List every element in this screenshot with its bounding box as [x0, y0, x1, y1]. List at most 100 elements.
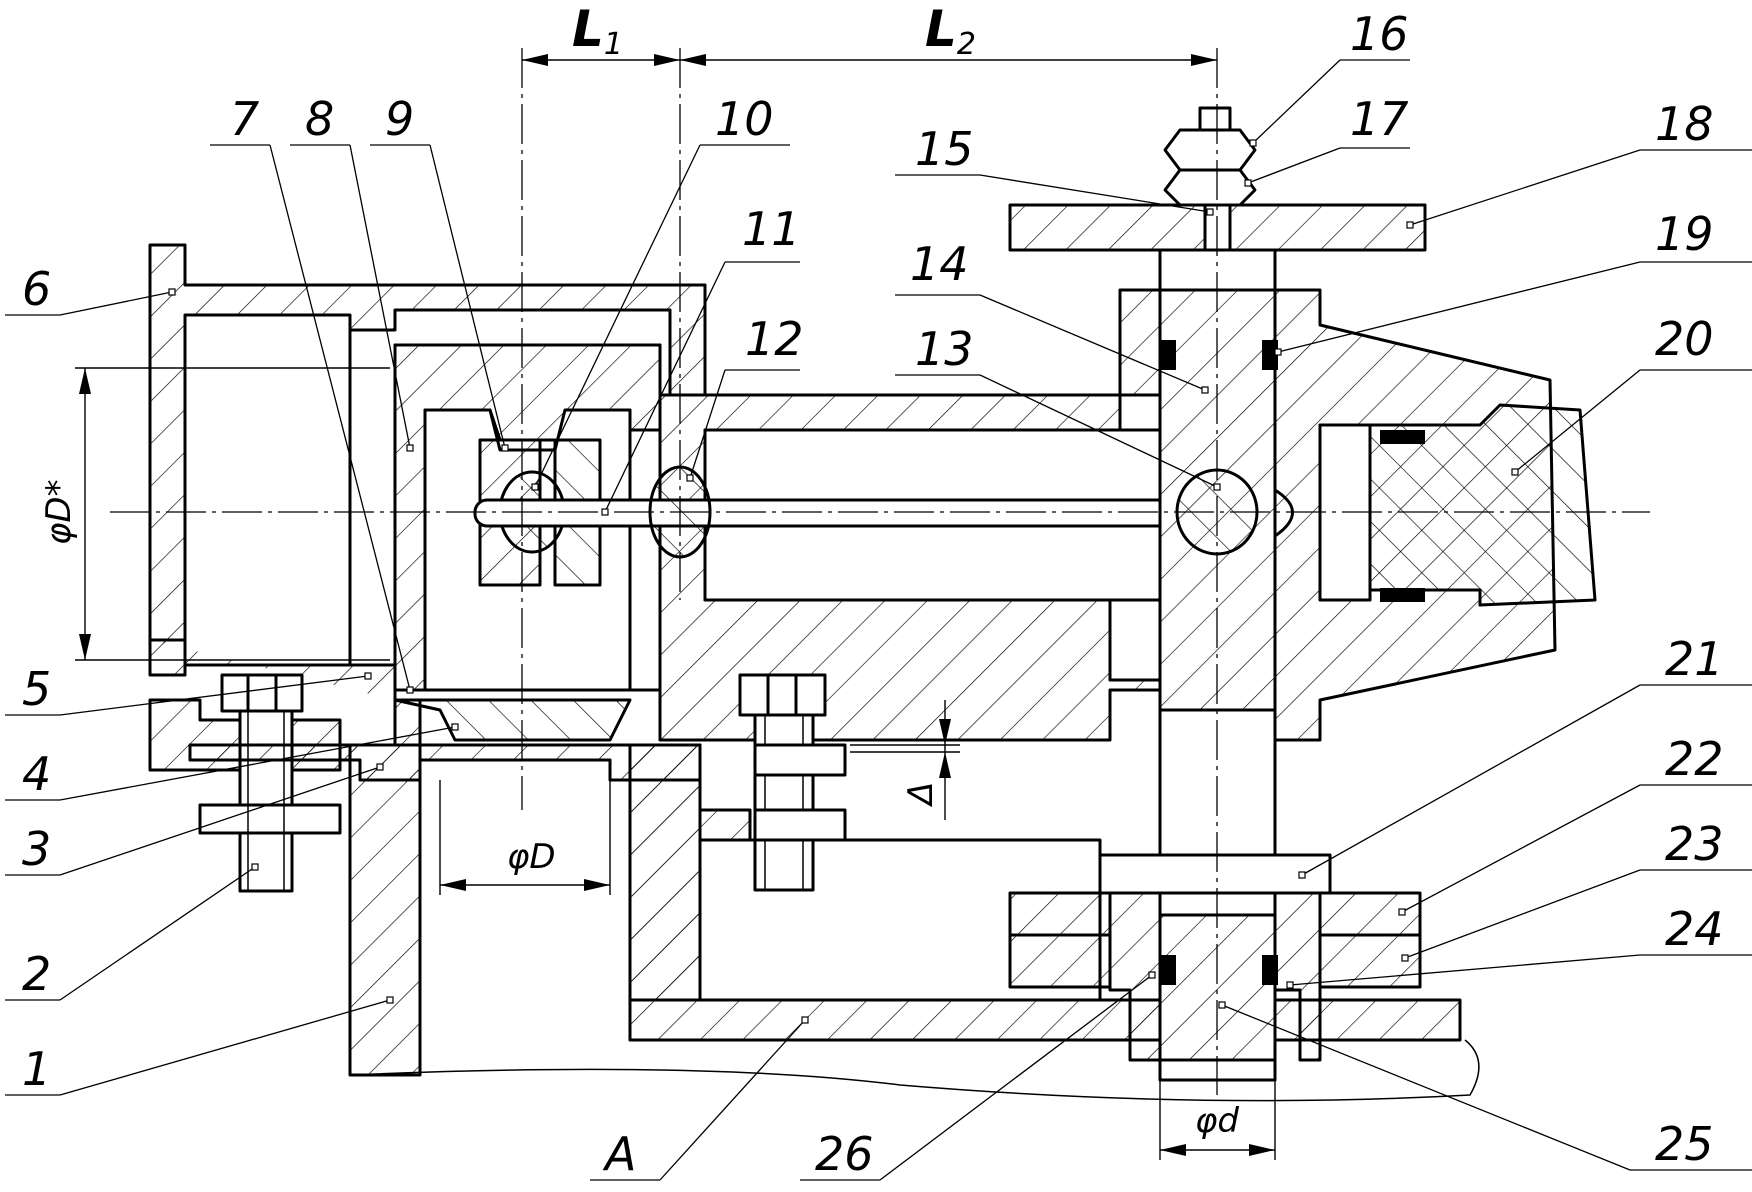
part-label-18: 18	[1655, 97, 1714, 151]
part-label-4: 4	[22, 747, 51, 801]
bolt-left	[198, 673, 342, 893]
dim-D-star-label: φD*	[39, 479, 79, 545]
leader-point-14	[1201, 386, 1209, 394]
leader-line-A	[659, 1019, 806, 1181]
part-label-10: 10	[715, 92, 774, 146]
leader-point-3	[376, 763, 384, 771]
leader-line-21	[1301, 684, 1641, 876]
leader-point-15	[1206, 208, 1214, 216]
leader-line-26	[879, 974, 1153, 1181]
leader-line-22	[1401, 784, 1641, 913]
leader-line-20	[1514, 369, 1641, 473]
part-label-14: 14	[910, 237, 969, 291]
part-label-24: 24	[1665, 902, 1724, 956]
leader-line-4	[59, 726, 456, 801]
leader-line-5	[59, 675, 369, 716]
leader-line-15	[979, 174, 1211, 213]
part-label-25: 25	[1655, 1117, 1714, 1171]
part-label-7: 7	[230, 92, 259, 146]
leader-line-8	[349, 144, 411, 449]
part-label-3: 3	[22, 822, 51, 876]
part-label-6: 6	[22, 262, 51, 316]
part-label-19: 19	[1655, 207, 1714, 261]
part-label-23: 23	[1665, 817, 1724, 871]
leader-point-24	[1286, 981, 1294, 989]
leader-point-25	[1218, 1001, 1226, 1009]
leader-line-1	[59, 999, 391, 1096]
leader-line-12	[689, 369, 726, 479]
leader-point-21	[1298, 871, 1306, 879]
leader-point-19	[1274, 348, 1282, 356]
dimension-L2: L2	[680, 0, 1217, 66]
dim-L2-label: L2	[925, 0, 976, 62]
leader-point-18	[1406, 221, 1414, 229]
dimension-D: φD	[439, 780, 611, 895]
leader-point-1	[386, 996, 394, 1004]
leader-line-25	[1221, 1004, 1631, 1171]
leader-point-2	[251, 863, 259, 871]
bottom-assembly	[1008, 853, 1422, 1062]
dim-D-label: φD	[507, 837, 556, 877]
leader-point-5	[364, 672, 372, 680]
leader-line-7	[269, 144, 411, 691]
leader-point-13	[1213, 483, 1221, 491]
leader-line-3	[59, 766, 381, 876]
leader-point-26	[1148, 971, 1156, 979]
leader-point-23	[1401, 954, 1409, 962]
leader-line-11	[604, 261, 726, 513]
part-label-16: 16	[1350, 7, 1409, 61]
part-label-11: 11	[742, 202, 801, 256]
leader-line-14	[979, 294, 1206, 391]
leader-point-11	[601, 508, 609, 516]
part-label-9: 9	[385, 92, 414, 146]
leader-line-2	[59, 866, 256, 1001]
leader-line-16	[1252, 59, 1341, 144]
leader-point-10	[531, 483, 539, 491]
leader-point-20	[1511, 468, 1519, 476]
leader-line-24	[1289, 954, 1641, 986]
part-label-12: 12	[745, 312, 804, 366]
part-label-1: 1	[22, 1042, 51, 1096]
dimension-L1: L1	[522, 0, 680, 66]
dimension-d: φd	[1159, 1060, 1276, 1160]
leader-line-23	[1404, 869, 1641, 959]
bolt-middle	[738, 673, 847, 892]
leader-line-19	[1277, 261, 1641, 353]
dim-delta-label: Δ	[901, 782, 941, 808]
leader-point-17	[1244, 179, 1252, 187]
leader-line-6	[59, 291, 173, 316]
leader-line-10	[534, 144, 701, 488]
part-label-8: 8	[305, 92, 334, 146]
leader-line-18	[1409, 149, 1641, 226]
part-label-22: 22	[1665, 732, 1724, 786]
part-label-20: 20	[1655, 312, 1714, 366]
leader-point-A	[801, 1016, 809, 1024]
leader-point-9	[501, 444, 509, 452]
leader-line-17	[1247, 147, 1341, 184]
part-label-A: A	[602, 1127, 636, 1181]
leader-point-7	[406, 686, 414, 694]
dimension-delta: Δ	[850, 700, 960, 820]
leader-point-4	[451, 723, 459, 731]
part-label-17: 17	[1350, 92, 1409, 146]
part-label-5: 5	[22, 662, 51, 716]
dim-L1-label: L1	[572, 0, 623, 62]
dim-d-label: φd	[1195, 1101, 1239, 1141]
leader-point-22	[1398, 908, 1406, 916]
leader-line-13	[979, 374, 1218, 488]
leader-point-6	[168, 288, 176, 296]
seals	[1160, 340, 1425, 985]
leader-line-9	[429, 144, 506, 449]
leader-lines	[5, 59, 1752, 1181]
break-line	[349, 1039, 1480, 1102]
part-label-15: 15	[915, 122, 974, 176]
part-label-13: 13	[915, 322, 974, 376]
part-label-26: 26	[815, 1127, 874, 1181]
leader-point-8	[406, 444, 414, 452]
leader-point-16	[1249, 139, 1257, 147]
housing-right	[1273, 288, 1597, 742]
part-label-2: 2	[22, 947, 51, 1001]
part-label-21: 21	[1665, 632, 1724, 686]
